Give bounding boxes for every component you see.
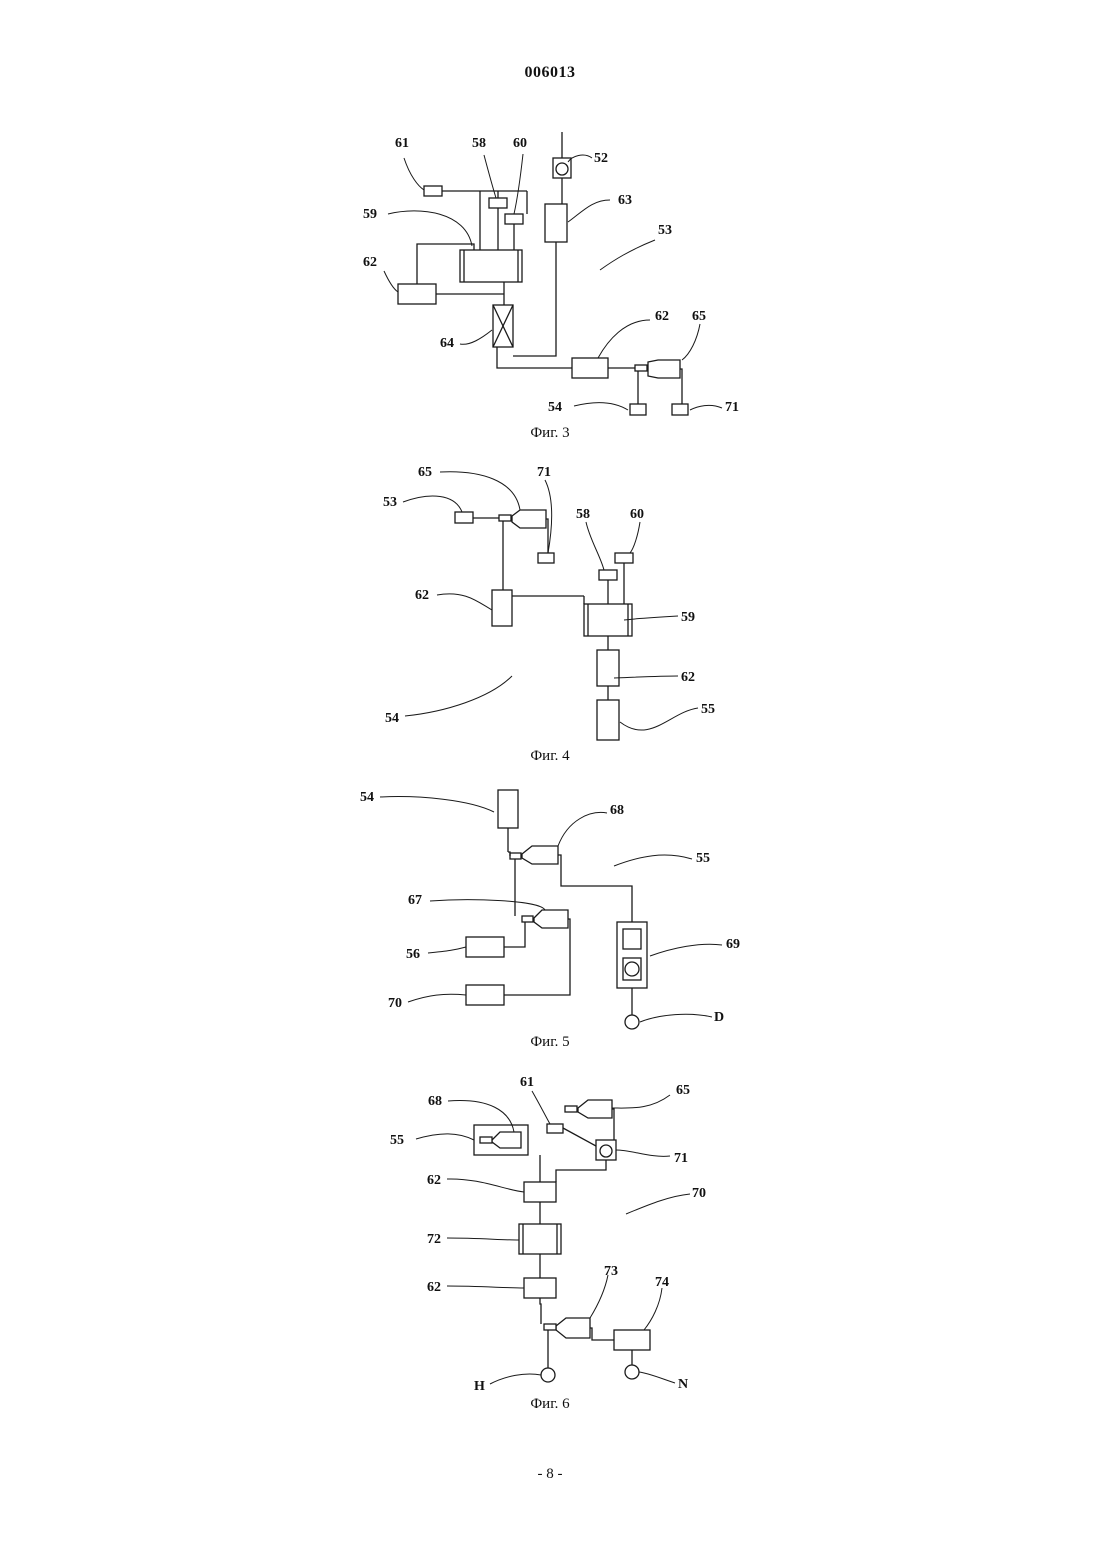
- fig3-component-54: [630, 404, 646, 415]
- fig3-component-62-right: [572, 358, 608, 378]
- fig4-label-55: 55: [701, 702, 715, 717]
- fig6-component-74: [614, 1330, 650, 1350]
- fig5-vessel-67: [534, 910, 568, 928]
- figure-3: 61 58 60 52 59 63 53 62 64 62 65 54 71 Ф…: [363, 132, 739, 441]
- fig3-label-62-left: 62: [363, 255, 377, 270]
- fig5-label-70: 70: [388, 996, 402, 1011]
- fig6-label-55: 55: [390, 1133, 404, 1148]
- fig5-component-56: [466, 937, 504, 957]
- fig3-label-58: 58: [472, 136, 486, 151]
- fig6-label-73: 73: [604, 1264, 618, 1279]
- fig4-label-62-left: 62: [415, 588, 429, 603]
- page-number: - 8 -: [0, 1466, 1100, 1483]
- fig3-label-61: 61: [395, 136, 409, 151]
- fig6-outlet-H: [541, 1368, 555, 1382]
- fig3-nozzle: [635, 365, 647, 371]
- fig4-component-53: [455, 512, 473, 523]
- fig5-caption: Фиг. 5: [530, 1034, 569, 1050]
- fig3-component-62-left: [398, 284, 436, 304]
- fig6-label-68: 68: [428, 1094, 442, 1109]
- fig5-nozzle-67: [522, 916, 533, 922]
- fig6-label-H: H: [474, 1379, 485, 1394]
- fig4-label-58: 58: [576, 507, 590, 522]
- fig6-component-72: [519, 1224, 561, 1254]
- fig3-component-60: [505, 214, 523, 224]
- fig6-label-62-top: 62: [427, 1173, 441, 1188]
- fig4-label-59: 59: [681, 610, 695, 625]
- fig4-component-55: [597, 700, 619, 740]
- fig3-label-53: 53: [658, 223, 672, 238]
- fig6-outlet-N: [625, 1365, 639, 1379]
- fig5-unit-69-pump: [623, 958, 641, 980]
- fig6-label-N: N: [678, 1377, 688, 1392]
- fig4-component-58: [599, 570, 617, 580]
- fig4-component-60: [615, 553, 633, 563]
- fig3-component-61: [424, 186, 442, 196]
- fig4-label-65: 65: [418, 465, 432, 480]
- fig4-component-62-left: [492, 590, 512, 626]
- fig6-vessel-65: [578, 1100, 612, 1118]
- fig4-label-71: 71: [537, 465, 551, 480]
- fig6-nozzle-73: [544, 1324, 556, 1330]
- fig6-component-61: [547, 1124, 563, 1133]
- fig3-vessel-65: [648, 360, 680, 378]
- fig3-label-54: 54: [548, 400, 562, 415]
- fig6-label-74: 74: [655, 1275, 669, 1290]
- fig5-component-70: [466, 985, 504, 1005]
- fig4-nozzle: [499, 515, 511, 521]
- fig3-label-62-right: 62: [655, 309, 669, 324]
- figure-4: 65 71 53 58 60 62 59 62 54 55 Фиг. 4: [383, 465, 715, 764]
- fig4-component-71: [538, 553, 554, 563]
- fig5-label-54: 54: [360, 790, 374, 805]
- figure-6: 61 65 68 55 71 62 70 72 62 73 74 H N Фиг…: [390, 1075, 706, 1412]
- fig5-vessel-68: [522, 846, 558, 864]
- fig4-caption: Фиг. 4: [530, 748, 570, 764]
- fig4-label-53: 53: [383, 495, 397, 510]
- fig6-caption: Фиг. 6: [530, 1396, 570, 1412]
- fig6-nozzle-65: [565, 1106, 577, 1112]
- fig6-label-65: 65: [676, 1083, 690, 1098]
- fig6-label-62-bottom: 62: [427, 1280, 441, 1295]
- fig5-label-55: 55: [696, 851, 710, 866]
- figure-5: 54 68 55 67 69 56 70 D Фиг. 5: [360, 790, 740, 1050]
- fig3-label-59: 59: [363, 207, 377, 222]
- fig4-label-54: 54: [385, 711, 399, 726]
- fig6-label-61: 61: [520, 1075, 534, 1090]
- fig4-vessel-65: [512, 510, 546, 528]
- fig5-label-56: 56: [406, 947, 420, 962]
- fig5-nozzle-68: [510, 853, 521, 859]
- fig3-caption: Фиг. 3: [530, 425, 569, 441]
- fig3-component-63: [545, 204, 567, 242]
- fig6-component-62-bottom: [524, 1278, 556, 1298]
- fig3-label-65: 65: [692, 309, 706, 324]
- fig3-label-60: 60: [513, 136, 527, 151]
- fig5-outlet-D: [625, 1015, 639, 1029]
- fig6-vessel-73: [556, 1318, 590, 1338]
- fig5-label-68: 68: [610, 803, 624, 818]
- fig5-component-54: [498, 790, 518, 828]
- fig6-label-70: 70: [692, 1186, 706, 1201]
- fig6-label-71: 71: [674, 1151, 688, 1166]
- fig3-label-52: 52: [594, 151, 608, 166]
- fig3-label-64: 64: [440, 336, 454, 351]
- fig3-component-58: [489, 198, 507, 208]
- fig4-label-60: 60: [630, 507, 644, 522]
- fig5-label-67: 67: [408, 893, 422, 908]
- fig6-label-72: 72: [427, 1232, 441, 1247]
- fig3-component-71: [672, 404, 688, 415]
- fig3-component-59: [460, 250, 522, 282]
- fig5-label-69: 69: [726, 937, 740, 952]
- fig3-label-71: 71: [725, 400, 739, 415]
- fig5-label-D: D: [714, 1010, 724, 1025]
- fig5-unit-69-tank: [623, 929, 641, 949]
- fig6-component-62-top: [524, 1182, 556, 1202]
- fig3-label-63: 63: [618, 193, 632, 208]
- fig4-label-62-bottom: 62: [681, 670, 695, 685]
- fig4-component-62-bottom: [597, 650, 619, 686]
